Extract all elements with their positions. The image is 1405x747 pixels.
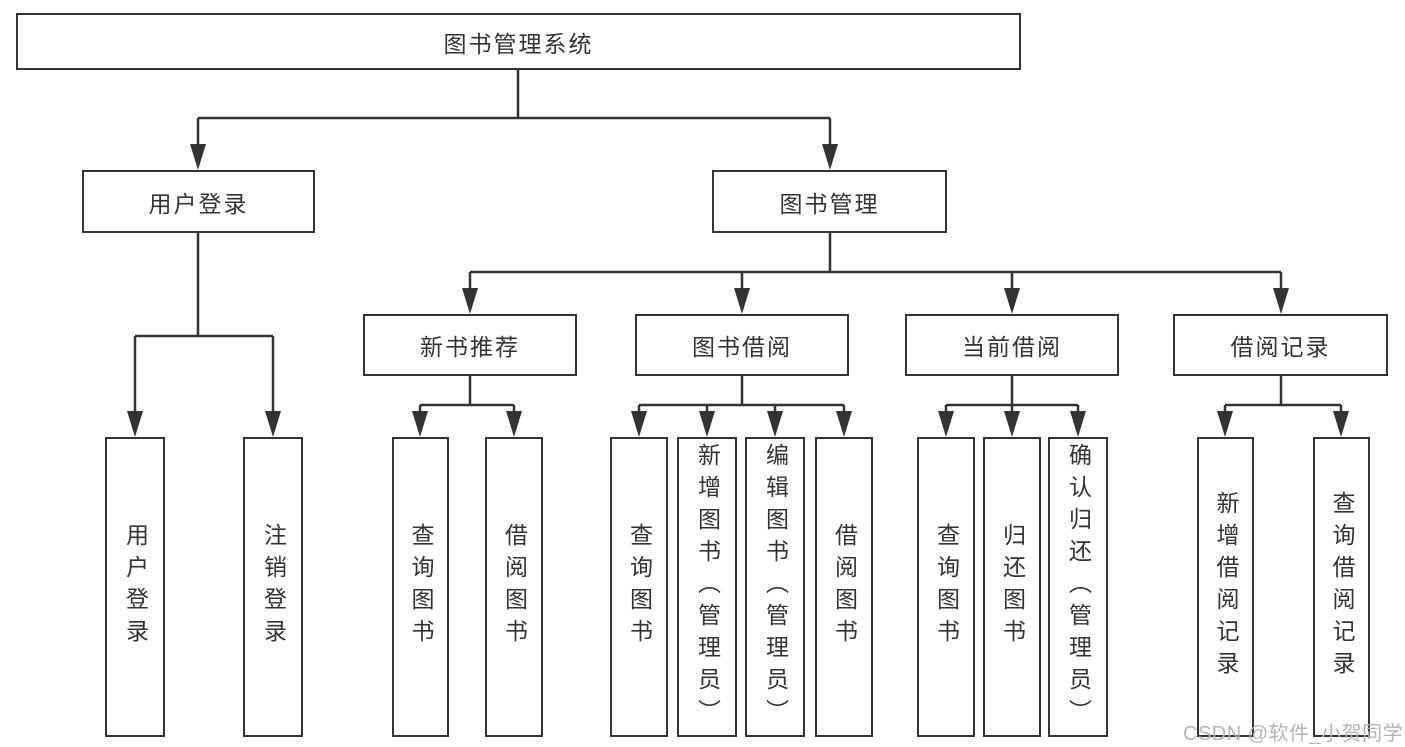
csdn-watermark: CSDN @软件_小贺同学	[1183, 723, 1404, 745]
leaf-query-books-newrec: 查询图书	[392, 437, 449, 737]
leaf-return-books: 归还图书	[983, 437, 1041, 737]
leaf-add-borrow-record: 新增借阅记录	[1197, 437, 1254, 737]
leaf-confirm-return-admin: 确认归还（管理员）	[1048, 437, 1108, 737]
leaf-query-borrow-record: 查询借阅记录	[1313, 437, 1370, 737]
leaf-borrow-books-borrow: 借阅图书	[815, 437, 873, 737]
node-new-book-recommendation: 新书推荐	[363, 314, 577, 376]
leaf-borrow-books-newrec: 借阅图书	[485, 437, 543, 737]
node-current-borrowing: 当前借阅	[905, 314, 1119, 376]
leaf-query-books-borrow: 查询图书	[610, 437, 668, 737]
leaf-edit-books-admin: 编辑图书（管理员）	[745, 437, 805, 737]
leaf-logout: 注销登录	[243, 437, 303, 737]
node-library-management-system: 图书管理系统	[16, 13, 1021, 70]
node-book-borrowing: 图书借阅	[635, 314, 849, 376]
arrowheads	[127, 144, 1349, 437]
node-user-login: 用户登录	[82, 170, 315, 233]
leaf-query-books-current: 查询图书	[917, 437, 975, 737]
leaf-add-books-admin: 新增图书（管理员）	[677, 437, 737, 737]
leaf-user-login: 用户登录	[105, 437, 165, 737]
node-book-management: 图书管理	[712, 170, 947, 233]
node-borrowing-records: 借阅记录	[1173, 314, 1388, 376]
